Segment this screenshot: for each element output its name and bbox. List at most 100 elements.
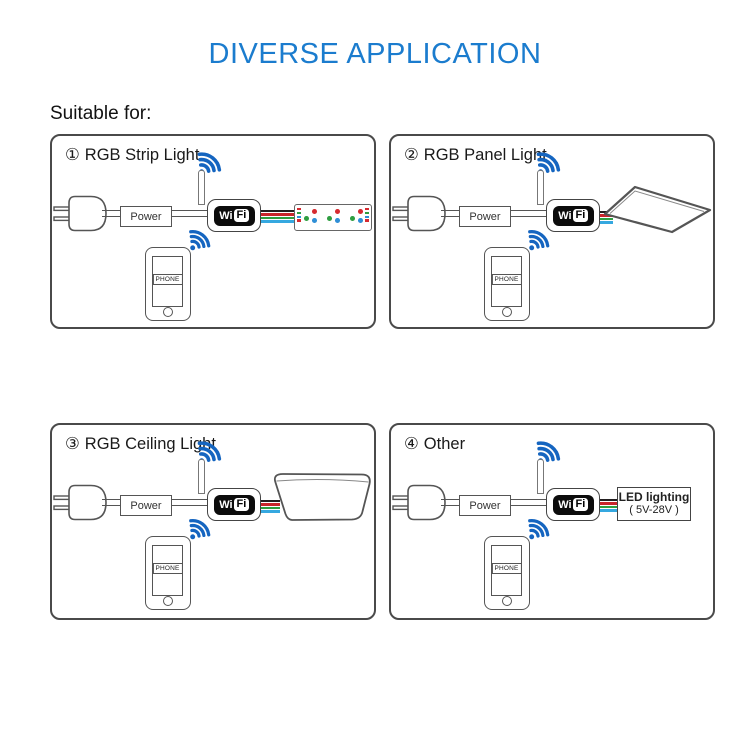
power-adapter-box: Power	[120, 495, 172, 516]
led-lighting-label: LED lighting	[618, 490, 690, 504]
panel-title-label: RGB Ceiling Light	[84, 435, 216, 453]
antenna	[537, 459, 544, 494]
power-cable	[507, 210, 548, 217]
wifi-controller-module: Wi Fi	[207, 199, 261, 232]
smartphone: PHONE	[145, 536, 191, 610]
wifi-signal-icon	[178, 221, 217, 260]
wire-green	[597, 505, 617, 509]
power-adapter-box: Power	[459, 206, 511, 227]
panel-title-label: Other	[423, 435, 466, 453]
panel-number: ②	[404, 146, 419, 164]
smartphone: PHONE	[145, 247, 191, 321]
wire-black	[597, 499, 617, 502]
rgb-ribbon-cable	[259, 210, 294, 223]
phone-home-button	[502, 307, 512, 317]
led-group	[304, 207, 319, 227]
wire-green	[259, 216, 294, 220]
strip-solder-pads	[365, 208, 369, 222]
phone-home-button	[163, 596, 173, 606]
rgb-ribbon-cable	[597, 211, 613, 224]
led-green	[327, 216, 332, 221]
phone-label: PHONE	[491, 274, 522, 285]
phone-home-button	[502, 596, 512, 606]
power-plug-icon	[392, 484, 446, 521]
wifi-logo: Wi Fi	[213, 494, 255, 515]
led-red	[312, 209, 317, 214]
wifi-signal-icon	[186, 143, 230, 187]
panel-title-label: RGB Panel Light	[423, 146, 547, 164]
power-cable	[168, 210, 209, 217]
led-voltage-label: ( 5V-28V )	[629, 504, 679, 516]
wifi-logo: Wi Fi	[552, 494, 594, 515]
wifi-logo-fi: Fi	[573, 209, 588, 222]
wire-black	[259, 210, 294, 213]
phone-label: PHONE	[152, 274, 183, 285]
phone-label: PHONE	[152, 563, 183, 574]
power-plug-icon	[53, 195, 107, 232]
wire-blue	[259, 220, 294, 223]
wifi-logo-fi: Fi	[234, 498, 249, 511]
phone-screen: PHONE	[152, 256, 183, 307]
wire-red	[597, 214, 613, 217]
panel-number: ④	[404, 435, 419, 453]
antenna	[537, 170, 544, 205]
wire-red	[597, 502, 617, 505]
suitable-for-label: Suitable for:	[50, 103, 152, 124]
power-cable	[441, 499, 461, 506]
led-red	[335, 209, 340, 214]
power-label: Power	[130, 210, 162, 223]
antenna	[198, 459, 205, 494]
led-blue	[335, 218, 340, 223]
power-plug-icon	[392, 195, 446, 232]
wifi-logo-wi: Wi	[219, 498, 233, 511]
antenna	[198, 170, 205, 205]
led-lighting-box: LED lighting ( 5V-28V )	[617, 487, 691, 521]
phone-screen: PHONE	[152, 545, 183, 596]
power-label: Power	[130, 499, 162, 512]
led-green	[350, 216, 355, 221]
power-adapter-box: Power	[459, 495, 511, 516]
panel-number: ①	[65, 146, 80, 164]
wire-blue	[258, 510, 280, 513]
wifi-logo-wi: Wi	[558, 498, 572, 511]
rgb-led-strip	[294, 204, 372, 231]
wire-red	[259, 213, 294, 216]
rgb-ribbon-cable	[258, 500, 280, 513]
phone-label: PHONE	[491, 563, 522, 574]
phone-home-button	[163, 307, 173, 317]
wifi-signal-icon	[517, 221, 556, 260]
wifi-logo-wi: Wi	[558, 209, 572, 222]
panel-title-label: RGB Strip Light	[84, 146, 200, 164]
led-green	[304, 216, 309, 221]
phone-screen: PHONE	[491, 256, 522, 307]
wifi-signal-icon	[525, 432, 569, 476]
wire-blue	[597, 221, 613, 224]
power-cable	[441, 210, 461, 217]
wifi-logo-fi: Fi	[573, 498, 588, 511]
wire-blue	[597, 509, 617, 512]
led-group	[350, 207, 365, 227]
wire-black	[597, 211, 613, 214]
wire-red	[258, 503, 280, 506]
power-cable	[102, 210, 122, 217]
power-cable	[102, 499, 122, 506]
power-cable	[168, 499, 209, 506]
led-blue	[312, 218, 317, 223]
wifi-controller-module: Wi Fi	[207, 488, 261, 521]
wifi-logo-fi: Fi	[234, 209, 249, 222]
wifi-logo: Wi Fi	[213, 205, 255, 226]
power-label: Power	[469, 499, 501, 512]
wire-black	[258, 500, 280, 503]
power-cable	[507, 499, 548, 506]
smartphone: PHONE	[484, 536, 530, 610]
rgb-ceiling-light-fixture	[273, 473, 371, 521]
wifi-signal-icon	[517, 510, 556, 549]
